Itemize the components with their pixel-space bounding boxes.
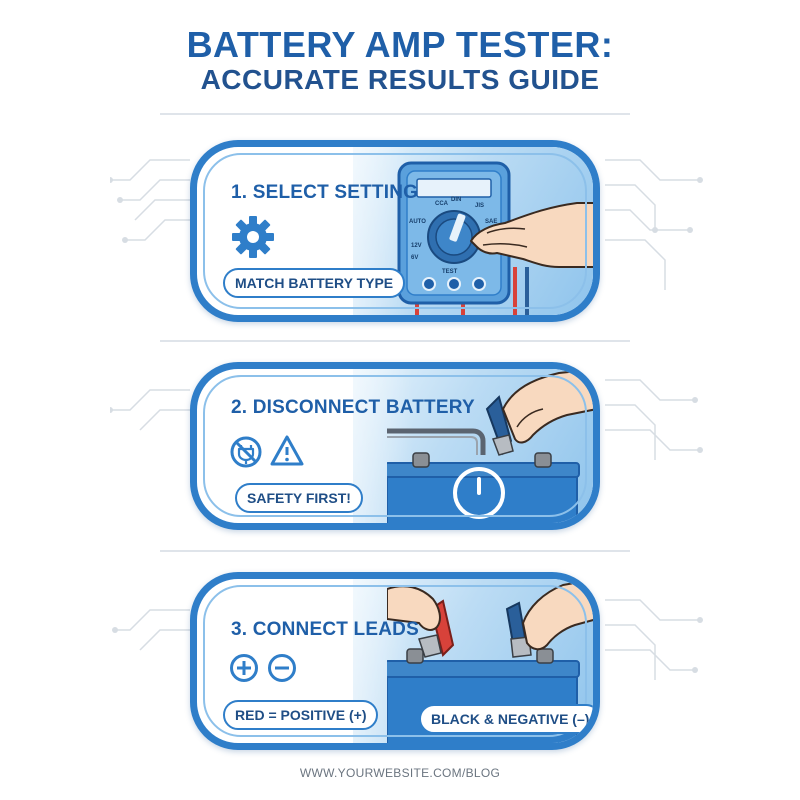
- divider-middle-2: [160, 550, 630, 552]
- label-black-negative: BLACK & NEGATIVE (–): [419, 704, 593, 734]
- circuit-decoration-left: [110, 159, 190, 651]
- svg-text:TEST: TEST: [442, 269, 458, 275]
- plus-icon: [230, 654, 258, 682]
- page-title-line-2: ACCURATE RESULTS GUIDE: [200, 64, 600, 95]
- step-title: 1. SELECT SETTING: [231, 182, 419, 203]
- step-title: 2. DISCONNECT BATTERY: [231, 397, 475, 418]
- unplug-icon: [230, 436, 262, 468]
- battery-disconnect-illustration: [387, 369, 593, 523]
- step-title: 3. CONNECT LEADS: [231, 619, 419, 640]
- svg-text:DIN: DIN: [451, 197, 461, 203]
- minus-icon: [268, 654, 296, 682]
- divider-top: [160, 113, 630, 115]
- circuit-decoration-right: [605, 159, 703, 680]
- step-card-select-setting: 1. SELECT SETTING MATCH BATTERY TYPE AUT…: [190, 140, 600, 322]
- svg-text:SAE: SAE: [485, 219, 497, 225]
- label-red-positive: RED = POSITIVE (+): [223, 700, 379, 730]
- svg-text:6V: 6V: [411, 255, 418, 261]
- svg-text:JIS: JIS: [475, 203, 484, 209]
- page-title-line-1: BATTERY AMP TESTER:: [186, 24, 614, 65]
- svg-text:12V: 12V: [411, 243, 422, 249]
- svg-text:CCA: CCA: [435, 201, 449, 207]
- gear-icon: [232, 216, 274, 258]
- label-safety-first: SAFETY FIRST!: [235, 483, 363, 513]
- svg-text:AUTO: AUTO: [409, 219, 426, 225]
- footer-url: WWW.YOURWEBSITE.COM/BLOG: [299, 766, 501, 780]
- label-match-battery-type: MATCH BATTERY TYPE: [223, 268, 406, 298]
- divider-middle-1: [160, 340, 630, 342]
- step-card-disconnect-battery: 2. DISCONNECT BATTERY SAFETY FIRST!: [190, 362, 600, 530]
- warning-icon: [270, 435, 304, 466]
- step-card-connect-leads: 3. CONNECT LEADS RED = POSITIVE (+) BLAC…: [190, 572, 600, 750]
